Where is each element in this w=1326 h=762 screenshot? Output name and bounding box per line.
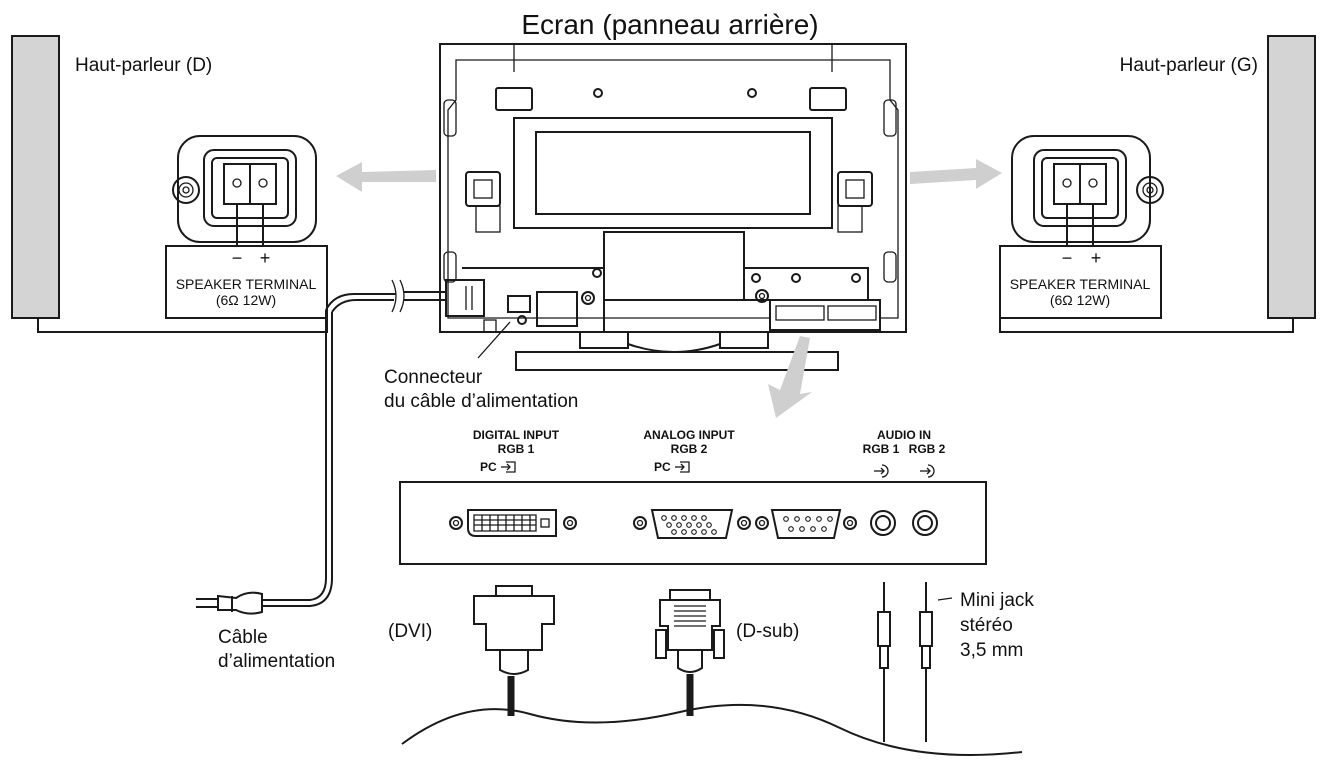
terminal-right-line1: SPEAKER TERMINAL	[176, 276, 317, 292]
speaker-right-body	[11, 35, 60, 319]
dvi-port	[449, 509, 577, 537]
connector-panel	[399, 481, 987, 565]
minijack-cable-2	[919, 582, 933, 742]
cable-cut-line	[401, 703, 1023, 756]
minijack-label-2: stéréo	[960, 615, 1013, 636]
speaker-left-label: Haut-parleur (G)	[1120, 55, 1258, 76]
digital-input-title: DIGITAL INPUT	[473, 428, 560, 442]
audio-rgb1-jack	[870, 510, 896, 536]
input-jack-icon	[501, 461, 516, 473]
dsub-cable: (D-sub)	[655, 589, 799, 716]
audio-jack-icon	[920, 464, 935, 478]
power-cable: Câble d’alimentation	[196, 279, 485, 672]
power-plug-icon	[196, 591, 263, 615]
audio-in-title: AUDIO IN	[877, 428, 931, 442]
minijack-label-1: Mini jack	[960, 590, 1034, 611]
dsub-label: (D-sub)	[736, 621, 799, 642]
dvi-label: (DVI)	[388, 621, 432, 642]
audio-rgb2-jack	[912, 510, 938, 536]
analog-input-subtitle: RGB 2	[671, 442, 708, 456]
power-connector-label-2: du câble d’alimentation	[384, 391, 578, 412]
terminal-right-plus: +	[260, 248, 271, 268]
speaker-right-label: Haut-parleur (D)	[75, 55, 212, 76]
power-inlet	[507, 295, 531, 313]
digital-pc-label: PC	[480, 460, 497, 474]
analog-input-title: ANALOG INPUT	[643, 428, 735, 442]
speaker-left: Haut-parleur (G) − + SPEAKER TERMINAL (6…	[999, 35, 1316, 333]
vga-port	[633, 509, 751, 539]
monitor-rear-panel	[439, 43, 907, 371]
arrow-left-icon	[336, 162, 436, 192]
minijack-label-3: 3,5 mm	[960, 640, 1023, 661]
terminal-left-line2: (6Ω 12W)	[1050, 292, 1110, 308]
input-labels: DIGITAL INPUT RGB 1 PC ANALOG INPUT RGB …	[473, 428, 946, 478]
dvi-cable: (DVI)	[388, 585, 555, 716]
terminal-left-minus: −	[1062, 248, 1073, 268]
audio-jack-icon	[874, 464, 889, 478]
minijack-cable-1	[877, 582, 891, 742]
power-cable-label-1: Câble	[218, 627, 268, 648]
terminal-left-plus: +	[1091, 248, 1102, 268]
terminal-left-line1: SPEAKER TERMINAL	[1010, 276, 1151, 292]
power-connector-label-1: Connecteur	[384, 367, 483, 388]
terminal-right-minus: −	[232, 248, 243, 268]
analog-pc-label: PC	[654, 460, 671, 474]
speaker-right: Haut-parleur (D) − + SPEAKER TERMINAL (6…	[11, 35, 328, 333]
audio-rgb2-label: RGB 2	[909, 442, 946, 456]
arrow-right-icon	[910, 159, 1002, 189]
terminal-right-line2: (6Ω 12W)	[216, 292, 276, 308]
serial-port	[755, 509, 857, 539]
audio-rgb1-label: RGB 1	[863, 442, 900, 456]
speaker-left-body	[1267, 35, 1316, 319]
arrow-down-icon	[768, 336, 812, 418]
digital-input-subtitle: RGB 1	[498, 442, 535, 456]
input-jack-icon	[675, 461, 690, 473]
power-cable-label-2: d’alimentation	[218, 651, 335, 672]
diagram-title: Ecran (panneau arrière)	[521, 9, 818, 40]
